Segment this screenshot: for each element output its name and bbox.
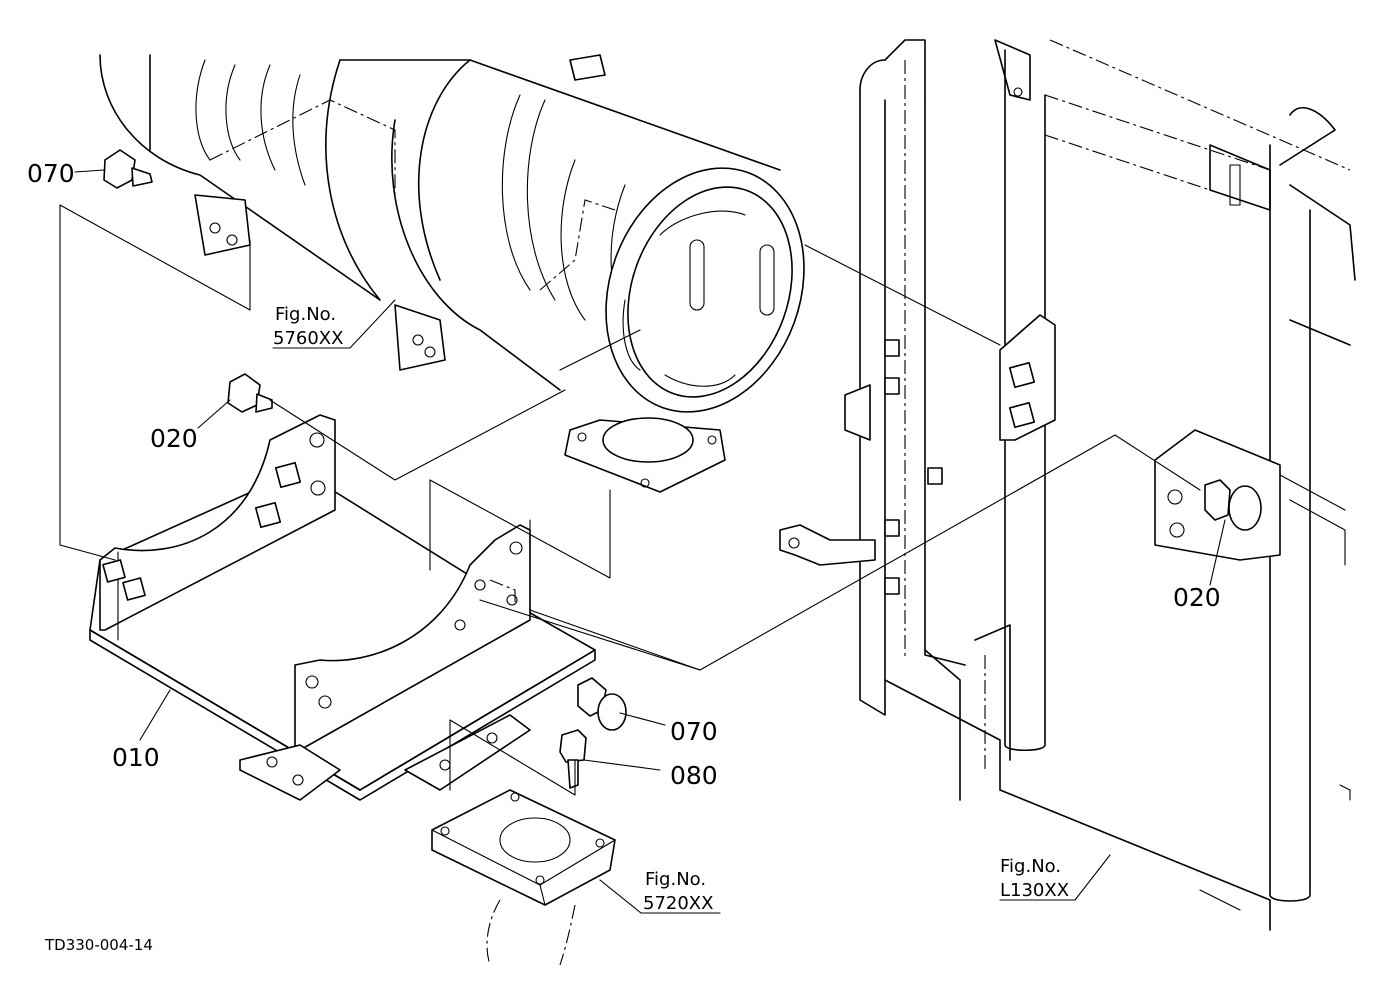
figref-5760-prefix: Fig.No. (275, 304, 336, 325)
figref-5720-prefix: Fig.No. (645, 869, 706, 890)
figref-L130-prefix: Fig.No. (1000, 856, 1061, 877)
machine-frame (779, 39, 1356, 931)
callout-070-bottom: 070 (670, 717, 718, 746)
bolt-080 (559, 729, 587, 789)
callout-020-right: 020 (1173, 583, 1221, 612)
callout-080: 080 (670, 761, 718, 790)
leader-lines (59, 169, 1226, 914)
figref-5720-number: 5720XX (643, 893, 713, 914)
bolt-020-left (227, 373, 273, 413)
figref-L130-number: L130XX (1000, 880, 1069, 901)
support-bracket (89, 414, 596, 801)
callout-010: 010 (112, 743, 160, 772)
figref-5760-number: 5760XX (273, 328, 343, 349)
callout-020-left: 020 (150, 424, 198, 453)
muffler-assembly (99, 54, 805, 493)
drawing-code: TD330-004-14 (44, 936, 153, 954)
callout-070-top: 070 (27, 159, 75, 188)
bolt-070-top (103, 149, 153, 189)
mounting-flange (431, 789, 616, 966)
bolt-070-bottom (577, 677, 627, 731)
bolt-020-right (1204, 479, 1262, 531)
